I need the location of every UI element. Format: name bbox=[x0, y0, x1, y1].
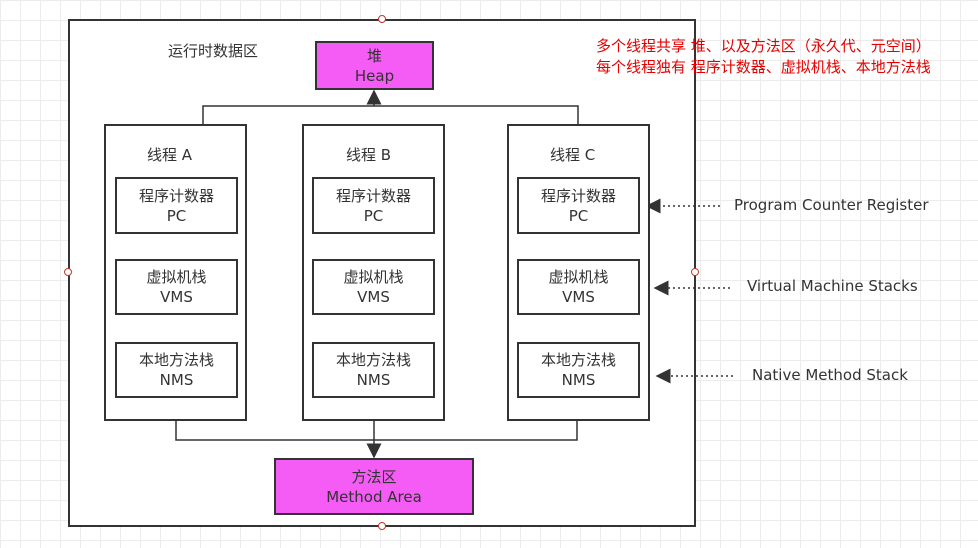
nms-title: 本地方法栈 bbox=[540, 351, 616, 369]
pc-annotation-label: Program Counter Register bbox=[734, 196, 929, 214]
runtime-data-area-label: 运行时数据区 bbox=[168, 42, 259, 60]
thread-c-nms-box[interactable]: 本地方法栈 NMS bbox=[517, 342, 640, 398]
thread-c-pc-box[interactable]: 程序计数器 PC bbox=[517, 177, 640, 234]
thread-b-vms-box[interactable]: 虚拟机栈 VMS bbox=[312, 259, 435, 315]
pc-subtitle: PC bbox=[363, 206, 384, 225]
selection-handle-left[interactable] bbox=[64, 268, 72, 276]
thread-b-label: 线程 B bbox=[346, 146, 392, 164]
thread-b-nms-box[interactable]: 本地方法栈 NMS bbox=[312, 342, 435, 398]
selection-handle-bottom[interactable] bbox=[378, 522, 386, 530]
nms-subtitle: NMS bbox=[561, 371, 596, 389]
thread-c-label: 线程 C bbox=[550, 146, 596, 164]
thread-a-vms-box[interactable]: 虚拟机栈 VMS bbox=[115, 259, 238, 315]
shared-note: 多个线程共享 堆、以及方法区（永久代、元空间） bbox=[596, 37, 931, 55]
pc-title: 程序计数器 bbox=[138, 186, 214, 205]
selection-handle-right[interactable] bbox=[691, 268, 699, 276]
nms-title: 本地方法栈 bbox=[335, 351, 411, 369]
vms-title: 虚拟机栈 bbox=[146, 268, 207, 286]
pc-title: 程序计数器 bbox=[335, 186, 411, 205]
pc-subtitle: PC bbox=[568, 206, 589, 225]
heap-subtitle: Heap bbox=[354, 66, 395, 85]
nms-subtitle: NMS bbox=[356, 371, 391, 389]
vms-annotation-label: Virtual Machine Stacks bbox=[747, 277, 918, 295]
vms-subtitle: VMS bbox=[160, 288, 193, 306]
thread-b-pc-box[interactable]: 程序计数器 PC bbox=[312, 177, 435, 234]
threads-to-heap-line bbox=[202, 105, 579, 125]
selection-handle-top[interactable] bbox=[378, 15, 386, 23]
vms-subtitle: VMS bbox=[357, 288, 390, 306]
thread-a-label: 线程 A bbox=[147, 146, 193, 164]
heap-title: 堆 bbox=[366, 46, 382, 65]
thread-c-vms-box[interactable]: 虚拟机栈 VMS bbox=[517, 259, 640, 315]
private-note: 每个线程独有 程序计数器、虚拟机栈、本地方法栈 bbox=[596, 58, 931, 76]
method-area-box[interactable]: 方法区 Method Area bbox=[274, 458, 474, 515]
threads-to-method-area-line bbox=[175, 420, 578, 441]
vms-subtitle: VMS bbox=[562, 288, 595, 306]
nms-subtitle: NMS bbox=[159, 371, 194, 389]
method-area-title: 方法区 bbox=[351, 467, 397, 486]
vms-title: 虚拟机栈 bbox=[548, 268, 609, 286]
method-area-subtitle: Method Area bbox=[326, 487, 422, 506]
vms-title: 虚拟机栈 bbox=[343, 268, 404, 286]
pc-title: 程序计数器 bbox=[540, 186, 616, 205]
pc-subtitle: PC bbox=[166, 206, 187, 225]
nms-annotation-label: Native Method Stack bbox=[752, 366, 908, 384]
thread-a-nms-box[interactable]: 本地方法栈 NMS bbox=[115, 342, 238, 398]
nms-title: 本地方法栈 bbox=[138, 351, 214, 369]
heap-box[interactable]: 堆 Heap bbox=[315, 41, 434, 90]
thread-a-pc-box[interactable]: 程序计数器 PC bbox=[115, 177, 238, 234]
